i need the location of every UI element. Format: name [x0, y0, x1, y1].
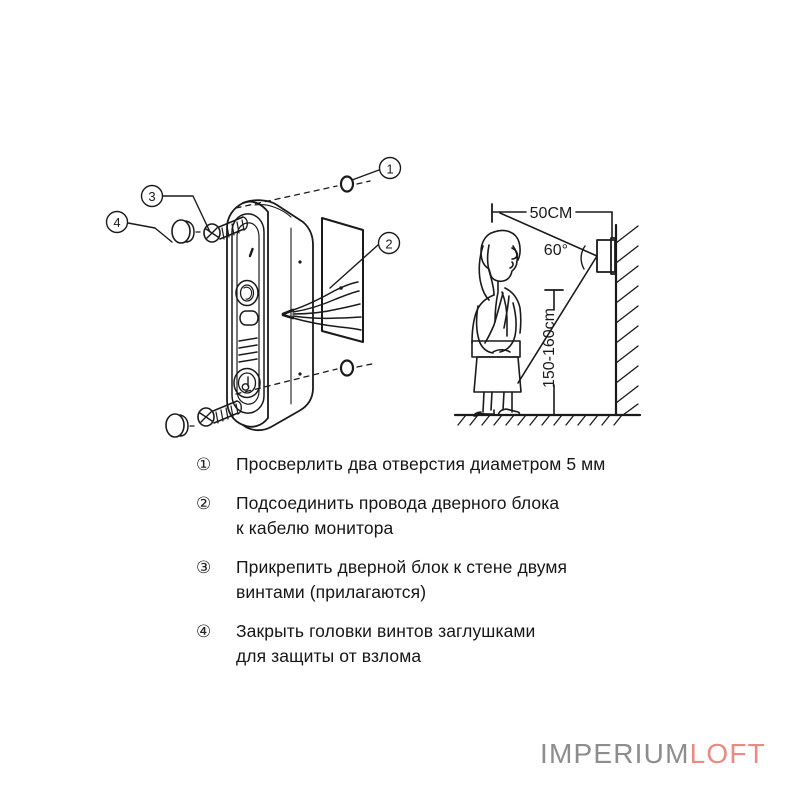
callout-2-label: 2	[385, 237, 392, 252]
callout-3: 3	[140, 184, 211, 233]
call-button	[233, 367, 261, 399]
speaker-grille	[238, 337, 258, 363]
person-figure	[471, 229, 522, 417]
screw-cap-top	[171, 219, 203, 244]
brand-logo: IMPERIUMLOFT	[540, 738, 766, 770]
instruction-item-3: ③ Прикрепить дверной блок к стене двумя …	[196, 555, 656, 605]
floor	[453, 413, 642, 426]
instruction-list: ① Просверлить два отверстия диаметром 5 …	[196, 452, 656, 683]
viewing-angle: 60°	[499, 212, 598, 384]
door-station-body	[226, 199, 314, 432]
callout-2: 2	[329, 231, 401, 289]
callout-1: 1	[351, 156, 402, 181]
wall-plate	[321, 217, 364, 343]
instruction-number-3: ③	[196, 558, 212, 577]
callout-4-label: 4	[113, 215, 120, 230]
instruction-number-4: ④	[196, 622, 212, 641]
dimension-distance: 50CM	[491, 203, 613, 239]
door-station-mounted	[596, 237, 617, 275]
callout-4: 4	[105, 210, 173, 243]
height-label: 150-160cm	[541, 308, 558, 388]
dimension-height: 150-160cm	[541, 289, 564, 416]
instruction-number-2: ②	[196, 494, 212, 513]
nameplate-window	[239, 310, 259, 326]
instruction-text-4: Закрыть головки винтов заглушками для за…	[236, 621, 536, 666]
wire-bundle	[281, 281, 362, 331]
drill-hole-top	[339, 175, 355, 193]
instruction-item-4: ④ Закрыть головки винтов заглушками для …	[196, 619, 656, 669]
mounting-screw-bottom	[197, 400, 242, 427]
brand-logo-primary: IMPERIUM	[540, 738, 690, 769]
screw-cap-bottom	[165, 413, 197, 438]
mounting-screw-top	[203, 216, 248, 243]
distance-label: 50CM	[530, 205, 573, 222]
wall	[614, 223, 639, 417]
instruction-item-1: ① Просверлить два отверстия диаметром 5 …	[196, 452, 656, 477]
angle-label: 60°	[544, 242, 568, 259]
alignment-guides	[235, 180, 373, 395]
instruction-text-3: Прикрепить дверной блок к стене двумя ви…	[236, 557, 568, 602]
callout-3-label: 3	[148, 189, 155, 204]
callout-1-label: 1	[386, 162, 393, 177]
camera-lens	[235, 279, 259, 307]
instruction-item-2: ② Подсоединить провода дверного блока к …	[196, 491, 656, 541]
led-indicator	[248, 247, 254, 258]
instruction-text-1: Просверлить два отверстия диаметром 5 мм	[236, 454, 606, 474]
drill-hole-bottom	[339, 359, 355, 377]
brand-logo-accent: LOFT	[689, 738, 766, 769]
instruction-text-2: Подсоединить провода дверного блока к ка…	[236, 493, 560, 538]
instruction-number-1: ①	[196, 455, 212, 474]
